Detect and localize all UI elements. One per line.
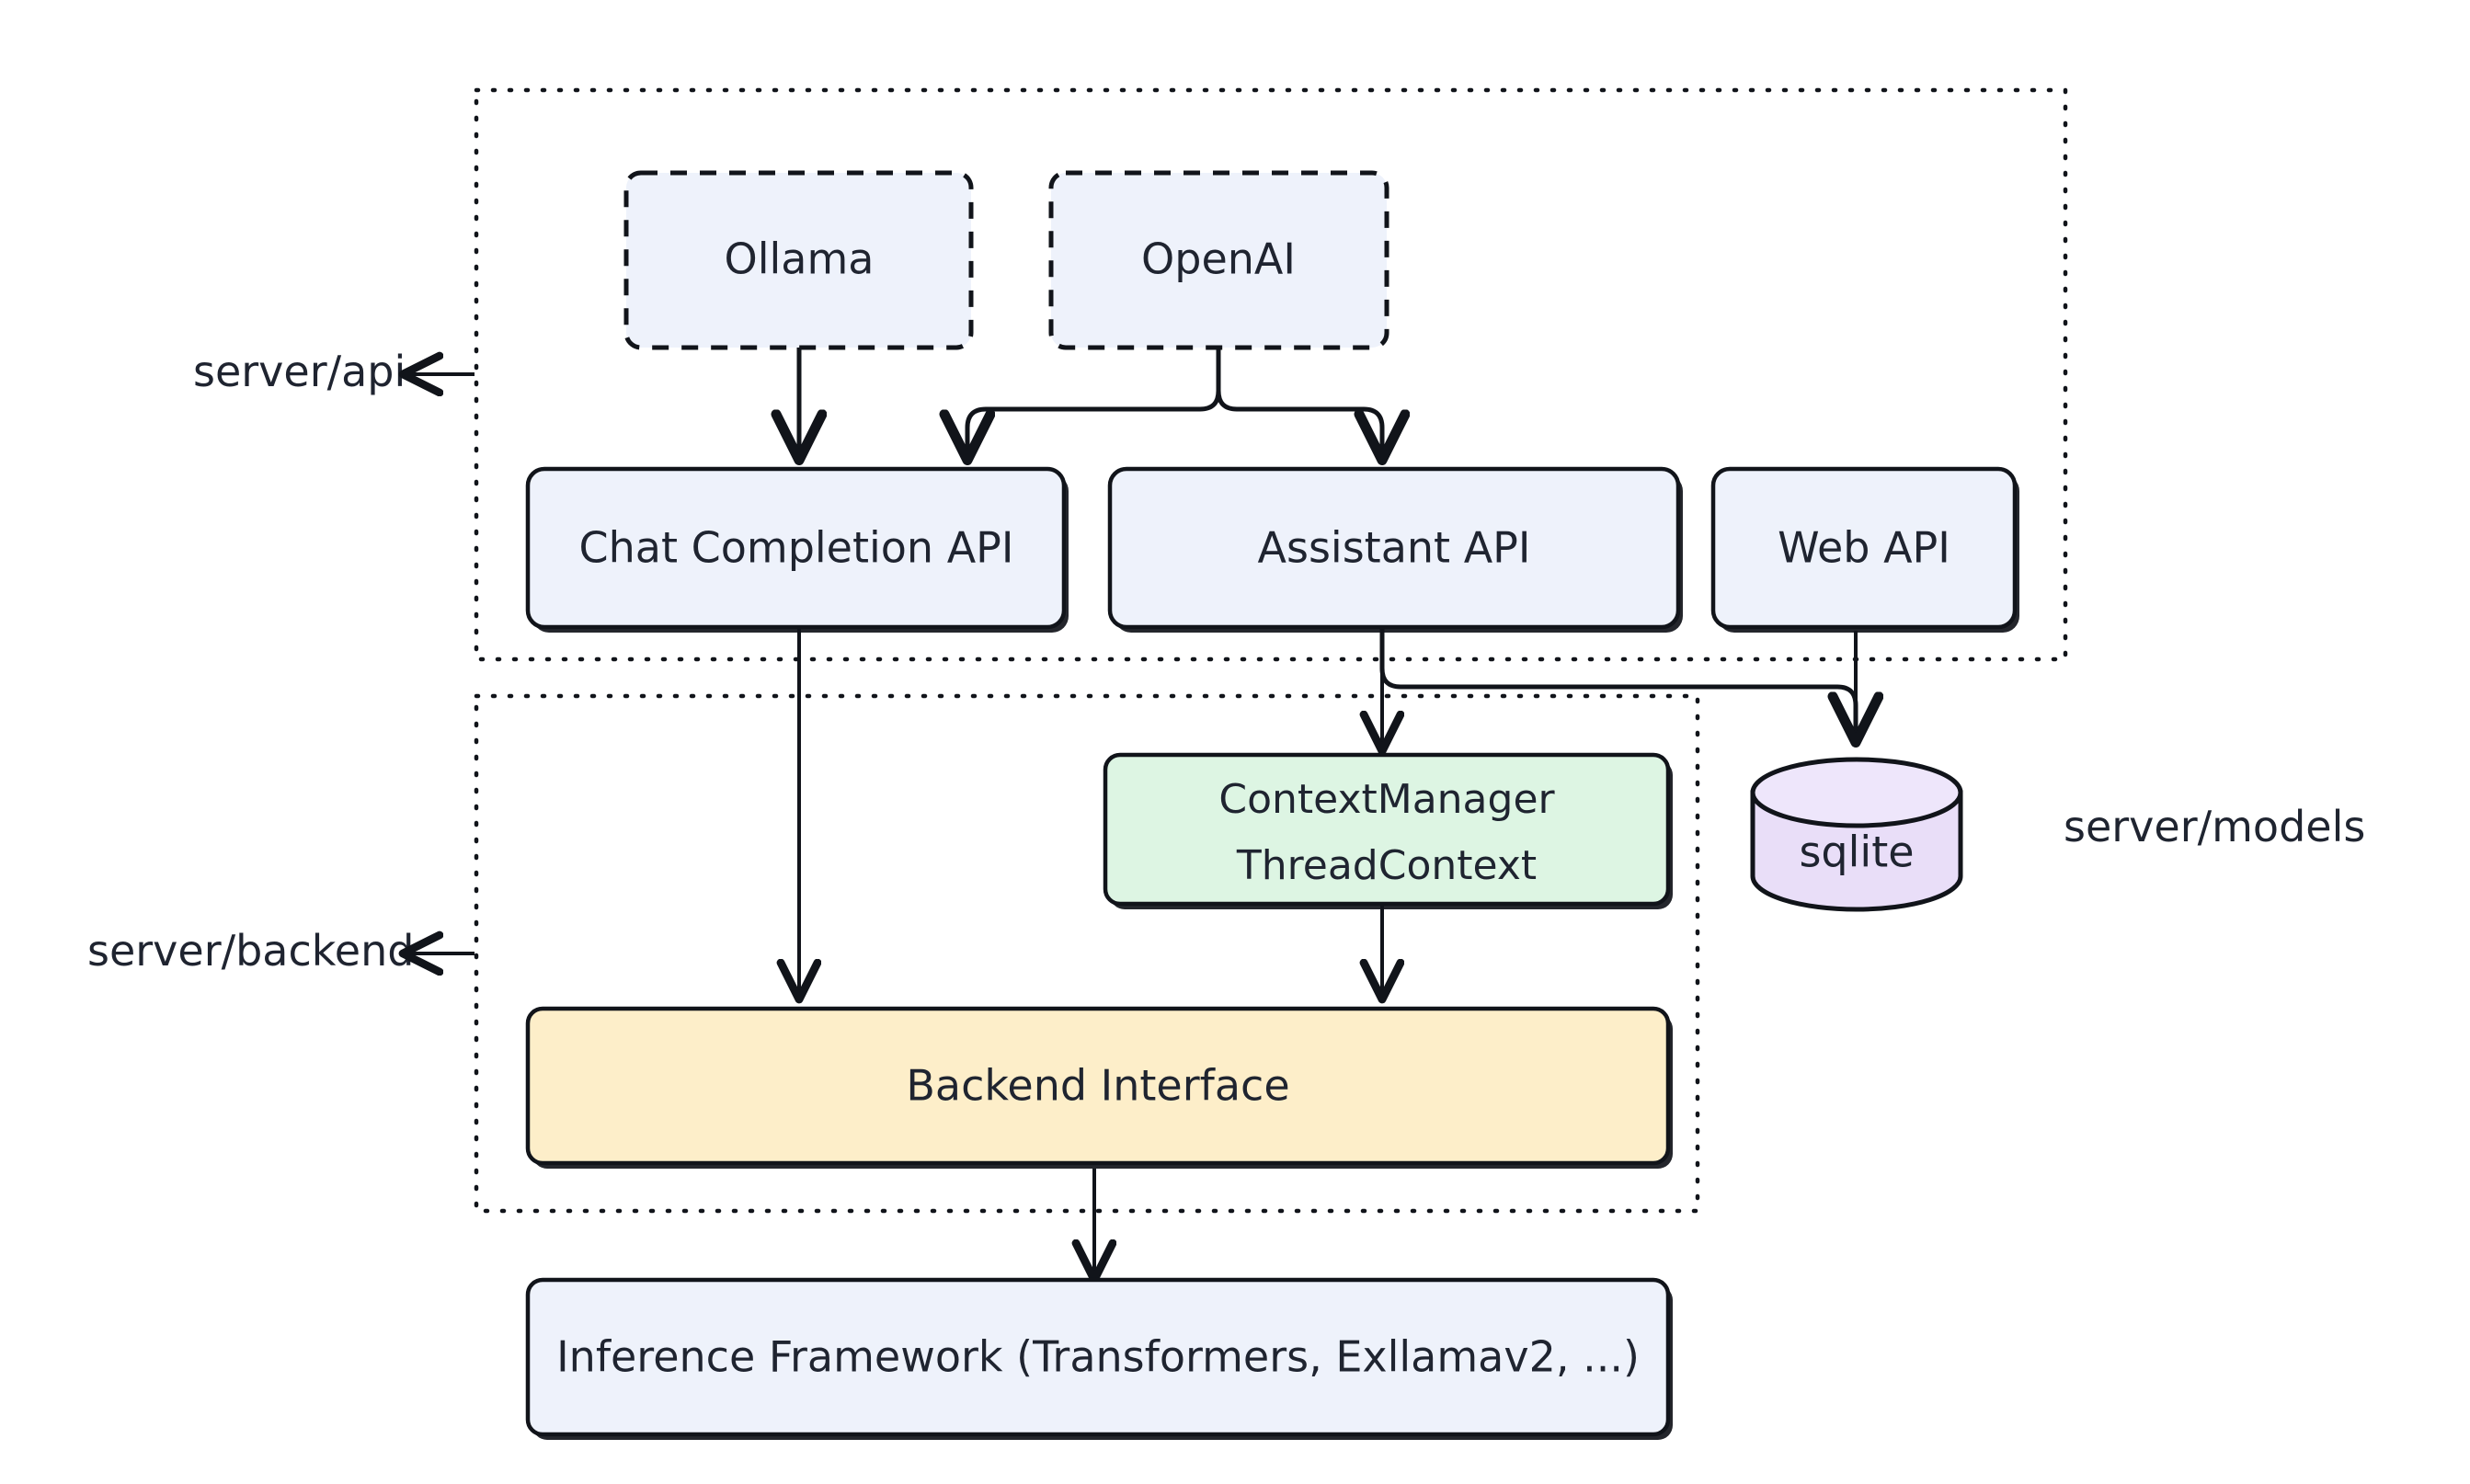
edge-openai-to-chat-completion-api (967, 348, 1221, 458)
group-label-server-api: server/api (193, 347, 406, 396)
node-web-api-box[interactable] (1710, 466, 2018, 630)
node-assistant-api-label: Assistant API (1258, 523, 1531, 573)
node-backend-interface-label: Backend Interface (906, 1061, 1289, 1111)
node-assistant-api[interactable]: Assistant API (1107, 466, 1683, 633)
node-sqlite[interactable]: sqlite (1750, 757, 1963, 912)
node-openai-box[interactable] (1048, 170, 1389, 350)
node-sqlite-cylinder-top (1750, 757, 1963, 828)
node-openai-label: OpenAI (1141, 234, 1296, 284)
group-label-server-backend: server/backend (87, 926, 414, 976)
node-ollama-box[interactable] (623, 170, 974, 350)
node-assistant-api-box[interactable] (1107, 466, 1681, 630)
node-chat-completion-api-box[interactable] (525, 466, 1067, 630)
node-web-api-label: Web API (1778, 523, 1950, 573)
node-context-manager-label-line1: ContextManager (1218, 776, 1555, 823)
node-web-api[interactable]: Web API (1710, 466, 2019, 633)
node-context-manager-box[interactable] (1103, 752, 1671, 907)
group-label-server-models: server/models (2064, 802, 2365, 851)
node-chat-completion-api-label: Chat Completion API (579, 523, 1014, 573)
node-context-manager-label-line2: ThreadContext (1236, 842, 1537, 889)
edge-openai-to-assistant-api (1216, 348, 1382, 458)
group-container-server-backend (474, 693, 1700, 1214)
node-ollama[interactable]: Ollama (623, 170, 974, 350)
group-container-server-api (474, 87, 2068, 662)
node-openai[interactable]: OpenAI (1048, 170, 1389, 350)
node-backend-interface-box[interactable] (525, 1006, 1671, 1166)
node-backend-interface[interactable]: Backend Interface (525, 1006, 1673, 1169)
node-sqlite-label: sqlite (1799, 828, 1914, 877)
node-context-manager[interactable]: ContextManager ThreadContext (1103, 752, 1673, 909)
edge-assistant-api-to-sqlite (1379, 629, 1856, 740)
node-inference-framework-label: Inference Framework (Transformers, Exlla… (556, 1332, 1640, 1382)
node-ollama-label: Ollama (725, 234, 875, 284)
node-chat-completion-api[interactable]: Chat Completion API (525, 466, 1069, 633)
node-inference-framework[interactable]: Inference Framework (Transformers, Exlla… (525, 1277, 1673, 1440)
node-inference-framework-box[interactable] (525, 1277, 1671, 1437)
